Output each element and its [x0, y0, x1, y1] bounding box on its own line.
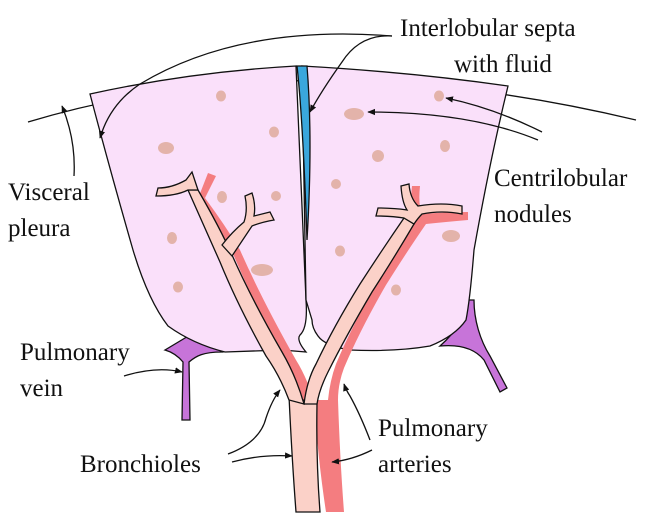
leader-artery-upper [344, 384, 370, 440]
nodule [331, 179, 341, 189]
nodule [440, 140, 450, 152]
label-visceral-line1: Visceral [8, 179, 90, 206]
nodule [271, 191, 281, 201]
label-pulmonary-vein-line2: vein [20, 375, 64, 402]
label-pulmonary-arteries-line1: Pulmonary [378, 415, 488, 442]
label-interlobular-septa-line2: with fluid [454, 51, 552, 78]
label-centrilobular-line2: nodules [494, 201, 572, 228]
label-pulmonary-vein-line1: Pulmonary [20, 339, 130, 366]
leader-bronchiole-upper [228, 390, 280, 454]
leader-pulmonary-vein [124, 370, 182, 376]
label-centrilobular-line1: Centrilobular [494, 165, 628, 192]
leader-bronchiole-lower [232, 456, 292, 462]
nodule [442, 230, 460, 242]
label-visceral-line2: pleura [8, 215, 70, 242]
nodule [158, 142, 174, 154]
nodule [216, 91, 226, 102]
label-interlobular-septa-line1: Interlobular septa [400, 15, 576, 42]
label-bronchioles: Bronchioles [80, 451, 201, 478]
nodule [217, 191, 227, 203]
nodule [335, 246, 345, 257]
label-pulmonary-arteries-line2: arteries [378, 451, 452, 478]
nodule [372, 150, 384, 162]
lobule-right [302, 66, 508, 351]
nodule [269, 127, 279, 138]
nodule [251, 264, 273, 276]
nodule [167, 232, 177, 244]
nodule [434, 91, 444, 102]
nodule [173, 282, 183, 293]
nodule [344, 108, 364, 120]
bronchiole-trunk [289, 396, 320, 512]
leader-visceral-pleura [62, 106, 74, 176]
nodule [391, 285, 401, 296]
